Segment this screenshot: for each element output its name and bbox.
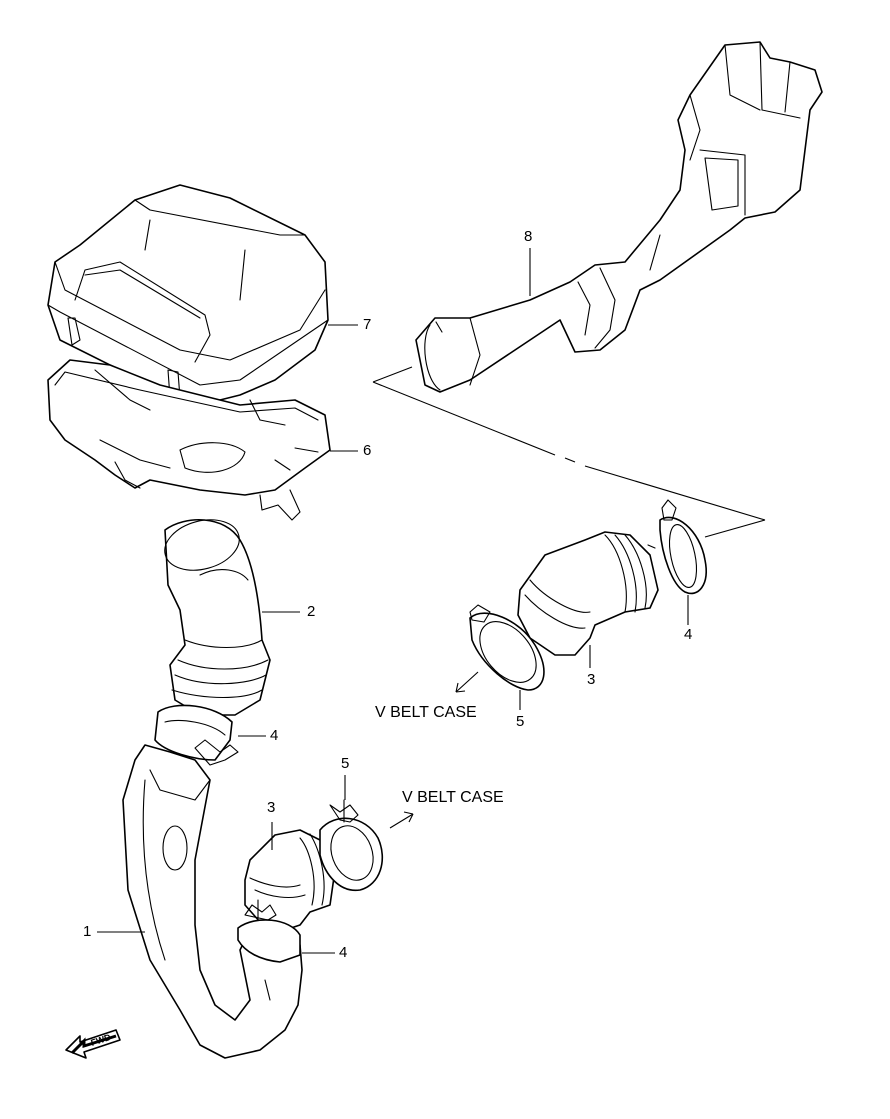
callout-4-right: 4 <box>684 626 693 643</box>
part-4-clamp-upper-left <box>154 704 239 766</box>
vbelt-case-label-upper: V BELT CASE <box>375 704 477 721</box>
callout-3-lower: 3 <box>267 799 276 816</box>
arrow-to-vbelt-upper <box>455 671 479 693</box>
callout-6: 6 <box>363 442 372 459</box>
callout-1: 1 <box>83 923 92 940</box>
part-4-clamp-right <box>659 499 707 595</box>
part-6-air-cleaner-case <box>47 359 331 521</box>
callout-3-right: 3 <box>587 671 596 688</box>
callout-2: 2 <box>307 603 316 620</box>
arrow-to-vbelt-lower <box>389 811 414 829</box>
callout-8: 8 <box>524 228 533 245</box>
part-4-clamp-lower <box>237 899 301 963</box>
part-5-clamp-lower <box>319 799 384 892</box>
part-5-clamp-right <box>469 604 545 691</box>
part-3-joint-hose-right <box>517 531 659 656</box>
fwd-arrow-badge: FWD <box>65 1029 121 1059</box>
callout-4-upper: 4 <box>270 727 279 744</box>
callout-5-lower: 5 <box>341 755 350 772</box>
leader-lines <box>97 248 766 954</box>
part-8-intake-duct <box>415 41 823 393</box>
callout-5-right: 5 <box>516 713 525 730</box>
vbelt-case-label-lower: V BELT CASE <box>402 789 504 806</box>
callout-4-lower: 4 <box>339 944 348 961</box>
part-2-elbow <box>164 519 271 716</box>
callout-7: 7 <box>363 316 372 333</box>
